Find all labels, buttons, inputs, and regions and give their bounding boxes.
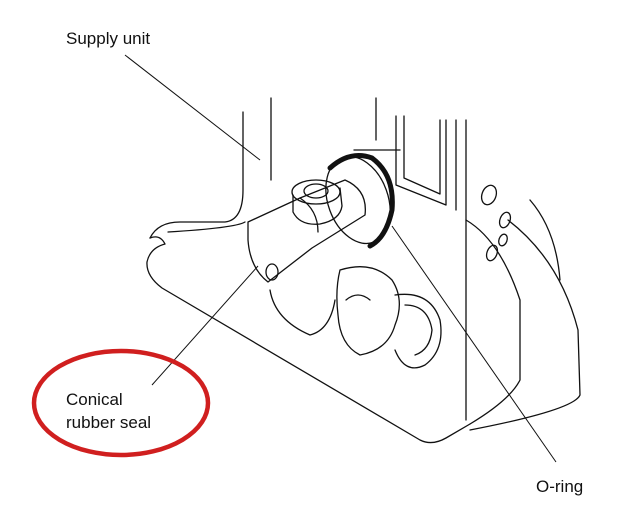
leader-supply-unit (124, 54, 261, 161)
o-ring (325, 153, 395, 249)
highlight-circle (31, 348, 211, 458)
housing-outline (146, 97, 581, 444)
label-conical-line2: rubber seal (66, 413, 151, 432)
housing-cutouts (269, 266, 442, 369)
label-supply-unit: Supply unit (66, 29, 150, 48)
leader-conical-seal (151, 265, 259, 386)
label-conical-line1: Conical (66, 390, 123, 409)
conical-connector (247, 179, 366, 283)
label-o-ring: O-ring (536, 477, 583, 496)
side-holes (480, 184, 512, 262)
leader-o-ring (391, 225, 557, 463)
